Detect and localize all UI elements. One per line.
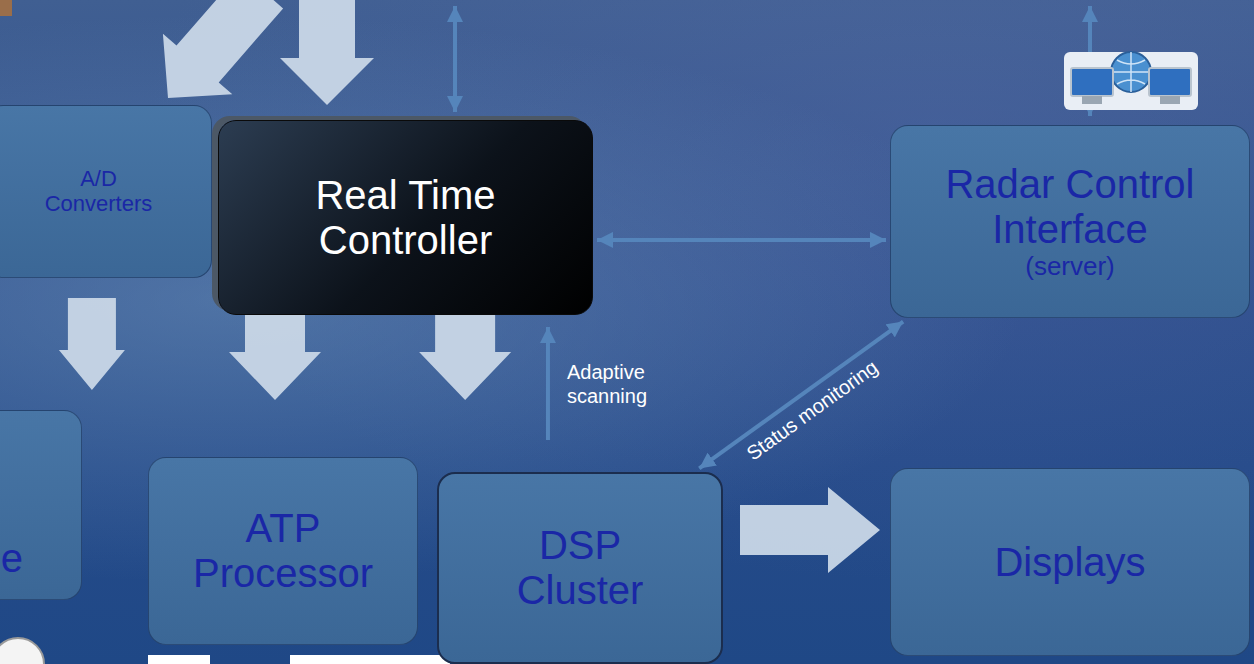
box-title: e: [1, 536, 23, 581]
block-arrow: [740, 487, 880, 573]
logo-fragment: [148, 655, 210, 664]
input-block-arrow: [163, 0, 283, 98]
connector-arrow: [597, 238, 886, 242]
input-block-arrow: [280, 0, 374, 105]
network-icon: [1064, 52, 1198, 110]
edge-label: Status monitoring: [742, 354, 882, 464]
box-subtitle: (server): [1025, 252, 1115, 281]
processor-box: DSP Cluster: [437, 472, 723, 664]
processor-box: ATP Processor: [148, 457, 418, 645]
server-box: Radar Control Interface(server): [890, 125, 1250, 318]
block-arrow: [419, 303, 511, 400]
block-arrow: [59, 298, 125, 390]
box-title: A/D Converters: [39, 167, 159, 216]
box-title: ATP Processor: [173, 506, 393, 596]
display-box: Displays: [890, 468, 1250, 656]
logo-fragment: [290, 655, 450, 664]
box-title: DSP Cluster: [490, 523, 670, 613]
process-box: e: [0, 410, 82, 600]
corner-image: [0, 0, 12, 16]
controller-box: Real Time Controller: [218, 120, 593, 315]
connector-arrow: [546, 327, 550, 440]
box-title: Real Time Controller: [281, 173, 531, 263]
block-arrow: [229, 303, 321, 400]
box-title: Radar Control Interface: [920, 162, 1220, 252]
edge-label: Adaptive scanning: [567, 360, 659, 408]
connector-arrow: [699, 322, 903, 469]
converter-box: A/D Converters: [0, 105, 212, 278]
logo-fragment: [0, 638, 44, 664]
box-title: Displays: [994, 540, 1145, 585]
link-arrow: [453, 6, 457, 112]
